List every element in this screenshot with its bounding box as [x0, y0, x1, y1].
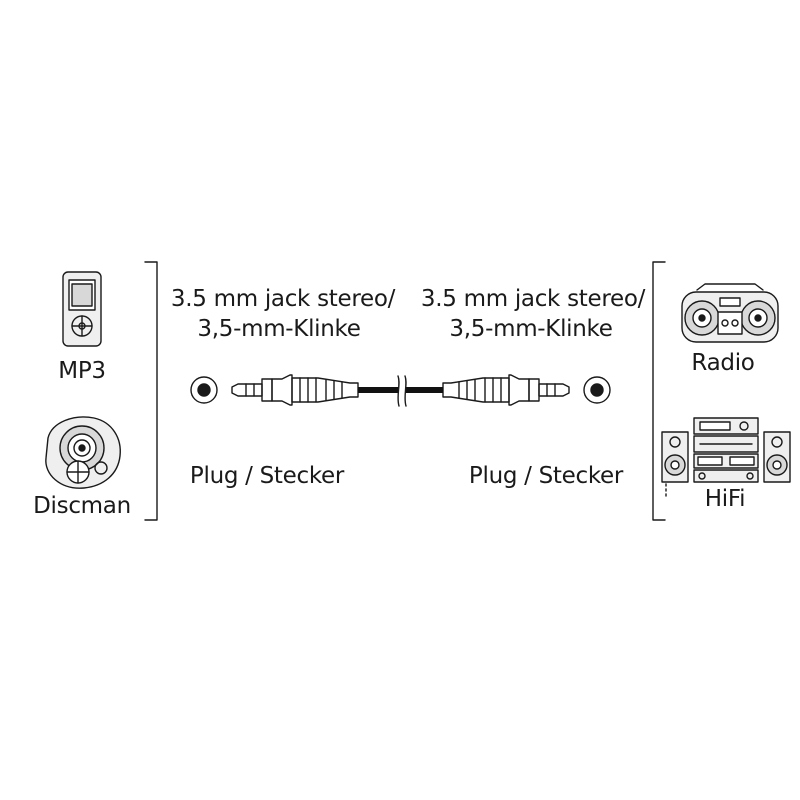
mp3-label: MP3: [58, 358, 106, 384]
left-bracket: [144, 261, 158, 521]
mp3-player-icon: [62, 271, 102, 347]
right-jack-type-line1: 3.5 mm jack stereo/: [420, 286, 646, 312]
left-jack-type-line2: 3,5-mm-Klinke: [197, 316, 361, 342]
right-jack-type-line2: 3,5-mm-Klinke: [449, 316, 613, 342]
discman-icon: [45, 416, 121, 489]
left-socket-icon: [190, 376, 218, 404]
right-plug-icon: [442, 374, 570, 406]
left-plug-label: Plug / Stecker: [189, 463, 345, 489]
radio-icon: [681, 283, 779, 343]
radio-label: Radio: [691, 350, 755, 376]
right-socket-icon: [583, 376, 611, 404]
hifi-icon: [661, 417, 791, 499]
right-plug-label: Plug / Stecker: [468, 463, 624, 489]
left-plug-icon: [231, 374, 359, 406]
discman-label: Discman: [33, 493, 131, 519]
cable-icon: [358, 375, 443, 407]
hifi-label: HiFi: [704, 486, 746, 512]
right-bracket: [652, 261, 666, 521]
left-jack-type-line1: 3.5 mm jack stereo/: [170, 286, 396, 312]
